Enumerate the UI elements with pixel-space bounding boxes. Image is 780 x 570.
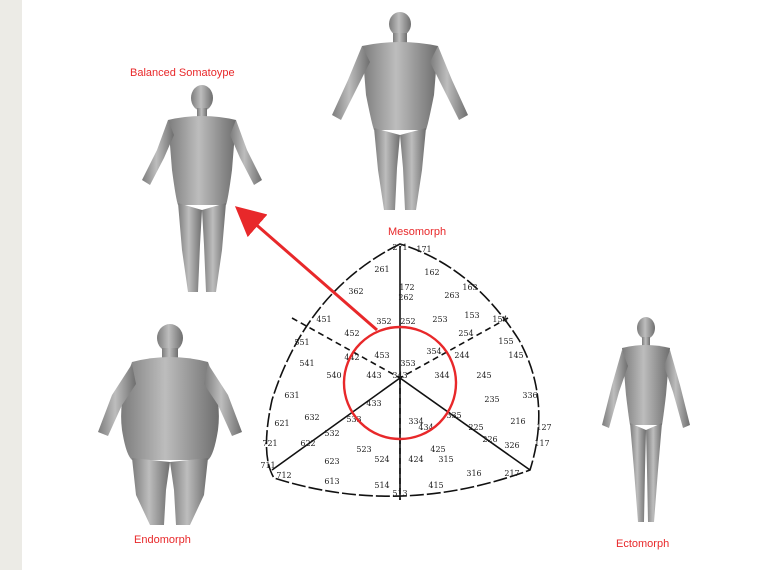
somatochart-code: 216 — [510, 417, 525, 426]
somatochart-code: 271 — [392, 243, 407, 252]
somatochart-code: 252 — [400, 317, 415, 326]
somatochart-code: 623 — [324, 457, 339, 466]
somatochart-code: 315 — [438, 455, 453, 464]
somatochart-code: 362 — [348, 287, 363, 296]
somatochart-code: 353 — [400, 359, 415, 368]
ectomorph-body-figure — [602, 317, 690, 522]
somatochart-code: 621 — [274, 419, 289, 428]
somatochart-code: 316 — [466, 469, 481, 478]
somatochart-code: 163 — [462, 283, 477, 292]
somatochart-code: 225 — [468, 423, 483, 432]
somatochart-code: 451 — [316, 315, 331, 324]
somatochart-code: 254 — [458, 329, 473, 338]
somatochart-code: 551 — [294, 338, 309, 347]
somatochart-code: 514 — [374, 481, 389, 490]
somatochart-code: 262 — [398, 293, 413, 302]
somatochart-code: 261 — [374, 265, 389, 274]
somatochart-code: 263 — [444, 291, 459, 300]
somatochart-code: 155 — [498, 337, 513, 346]
somatochart-code: 244 — [454, 351, 469, 360]
somatochart-code: 127 — [536, 423, 551, 432]
mesomorph-body-figure — [332, 12, 468, 210]
somatochart-code: 711 — [260, 461, 275, 470]
balanced-body-figure — [142, 85, 262, 292]
somatochart-code: 172 — [399, 283, 414, 292]
somatochart-code: 453 — [374, 351, 389, 360]
somatochart-code: 425 — [430, 445, 445, 454]
somatochart-code: 245 — [476, 371, 491, 380]
somatochart-code: 354 — [426, 347, 441, 356]
somatochart-code: 712 — [276, 471, 291, 480]
somatochart-code: 171 — [416, 245, 431, 254]
somatochart-code: 415 — [428, 481, 443, 490]
somatochart-code: 162 — [424, 268, 439, 277]
somatochart-code: 336 — [522, 391, 537, 400]
somatochart-code: 352 — [376, 317, 391, 326]
somatochart-code: 632 — [304, 413, 319, 422]
somatochart-code: 154 — [492, 315, 507, 324]
somatochart-code: 145 — [508, 351, 523, 360]
somatochart-code: 433 — [366, 399, 381, 408]
somatochart-code: 343 — [392, 371, 407, 380]
somatochart-code: 424 — [408, 455, 423, 464]
somatochart-code: 631 — [284, 391, 299, 400]
somatochart-code: 326 — [504, 441, 519, 450]
somatochart-code: 540 — [326, 371, 341, 380]
slide: Balanced Somatoype Mesomorph Endomorph E… — [22, 0, 780, 570]
endomorph-body-figure — [98, 324, 242, 525]
somatochart-code: 443 — [366, 371, 381, 380]
somatochart-code: 613 — [324, 477, 339, 486]
somatochart-code: 117 — [534, 439, 549, 448]
somatochart-code: 532 — [324, 429, 339, 438]
somatochart-code: 452 — [344, 329, 359, 338]
somatochart-code: 721 — [262, 439, 277, 448]
somatochart-code: 235 — [484, 395, 499, 404]
somatochart-code: 523 — [356, 445, 371, 454]
somatochart-code: 217 — [504, 469, 519, 478]
somatochart-code: 541 — [299, 359, 314, 368]
somatochart-code: 253 — [432, 315, 447, 324]
somatochart-code: 226 — [482, 435, 497, 444]
somatochart-code: 153 — [464, 311, 479, 320]
somatochart-code: 524 — [374, 455, 389, 464]
somatochart-code: 622 — [300, 439, 315, 448]
somatochart-code: 513 — [392, 489, 407, 498]
somatochart-code: 344 — [434, 371, 449, 380]
